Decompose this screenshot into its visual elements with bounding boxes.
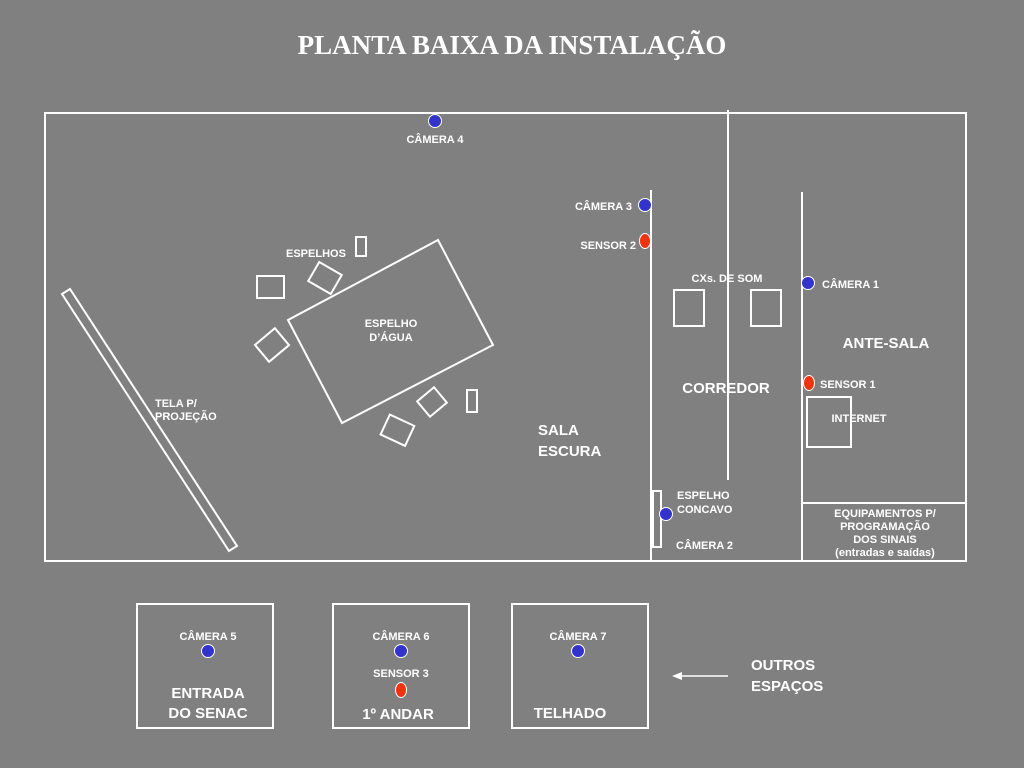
camera-5-marker xyxy=(201,644,215,658)
mirror-7 xyxy=(379,413,416,448)
camera-6-label: CÂMERA 6 xyxy=(372,630,429,643)
internet-box xyxy=(806,396,852,448)
espelho-agua-label-1: ESPELHO xyxy=(365,318,418,330)
box-entrada xyxy=(136,603,274,729)
equipamentos-label-2: PROGRAMAÇÃO xyxy=(840,520,930,533)
camera-4-label: CÂMERA 4 xyxy=(406,133,464,146)
outros-espacos-label-2: ESPAÇOS xyxy=(751,678,823,695)
speaker-right xyxy=(750,289,782,327)
camera-2-marker xyxy=(659,507,673,521)
sensor-2-marker xyxy=(639,233,651,249)
caixas-som-label: CXs. DE SOM xyxy=(692,273,763,285)
building-outline xyxy=(44,112,967,562)
espelhos-label: ESPELHOS xyxy=(286,248,346,260)
ante-sala-label: ANTE-SALA xyxy=(843,335,930,352)
internet-label: INTERNET xyxy=(832,413,887,425)
camera-1-label: CÂMERA 1 xyxy=(822,278,879,291)
projection-screen xyxy=(60,287,239,553)
sala-escura-label-2: ESCURA xyxy=(538,443,602,460)
telhado-label: TELHADO xyxy=(534,705,607,722)
concave-mirror xyxy=(652,490,662,548)
sala-escura-label-1: SALA xyxy=(538,422,579,439)
entrada-label-2: DO SENAC xyxy=(168,705,247,722)
espelho-agua-label-2: D’ÁGUA xyxy=(369,331,412,344)
espelho-concavo-label-2: CONCAVO xyxy=(677,504,733,516)
corredor-label: CORREDOR xyxy=(682,380,770,397)
camera-1-marker xyxy=(801,276,815,290)
camera-2-label: CÂMERA 2 xyxy=(676,539,733,552)
outros-espacos-label-1: OUTROS xyxy=(751,657,815,674)
equipamentos-label-4: (entradas e saídas) xyxy=(835,547,935,559)
water-mirror xyxy=(286,238,495,425)
mirror-2 xyxy=(306,260,344,296)
mirror-1 xyxy=(256,275,285,299)
camera-7-marker xyxy=(571,644,585,658)
mirror-5 xyxy=(415,385,449,419)
camera-3-marker xyxy=(638,198,652,212)
box-telhado xyxy=(511,603,649,729)
entrada-label-1: ENTRADA xyxy=(171,685,244,702)
page-title: PLANTA BAIXA DA INSTALAÇÃO xyxy=(297,30,727,60)
espelho-concavo-label-1: ESPELHO xyxy=(677,490,730,502)
equipamentos-label-1: EQUIPAMENTOS P/ xyxy=(834,508,936,520)
andar-label: 1º ANDAR xyxy=(362,706,434,723)
sensor-1-label: SENSOR 1 xyxy=(820,379,876,391)
arrow-icon xyxy=(672,672,682,680)
mirror-4 xyxy=(355,236,367,257)
tela-label-2: PROJEÇÃO xyxy=(155,410,217,423)
mirror-6 xyxy=(466,389,478,413)
sensor-2-label: SENSOR 2 xyxy=(580,240,636,252)
camera-3-label: CÂMERA 3 xyxy=(575,200,632,213)
mirror-3 xyxy=(253,326,291,364)
tela-label-1: TELA P/ xyxy=(155,398,197,410)
equipamentos-label-3: DOS SINAIS xyxy=(853,534,917,546)
camera-4-marker xyxy=(428,114,442,128)
sensor-1-marker xyxy=(803,375,815,391)
sensor-3-marker xyxy=(395,682,407,698)
camera-6-marker xyxy=(394,644,408,658)
sensor-3-label: SENSOR 3 xyxy=(373,668,429,680)
camera-7-label: CÂMERA 7 xyxy=(549,630,606,643)
camera-5-label: CÂMERA 5 xyxy=(179,630,236,643)
speaker-left xyxy=(673,289,705,327)
box-andar xyxy=(332,603,470,729)
